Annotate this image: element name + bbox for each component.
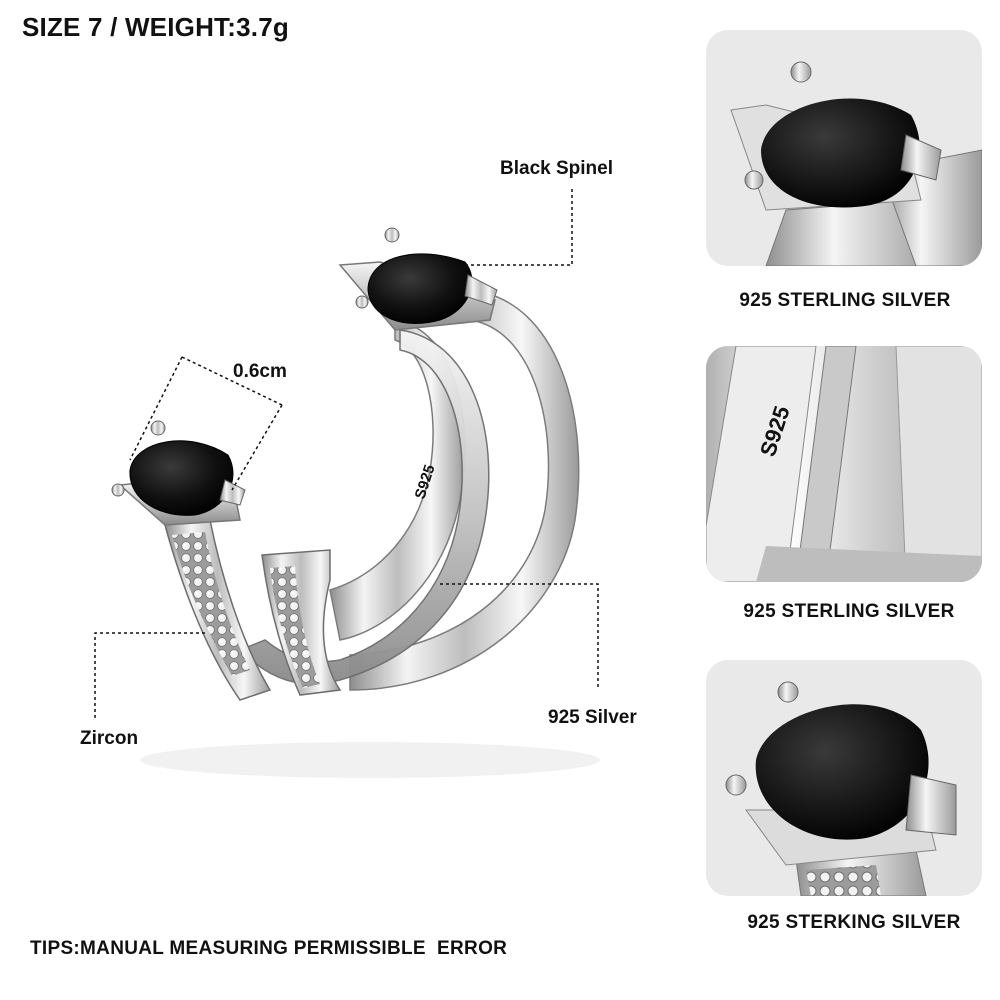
- top-prong-2: [355, 295, 369, 309]
- black-spinel-leader: [465, 188, 573, 266]
- width-label: 0.6cm: [233, 361, 287, 382]
- black-spinel-label: Black Spinel: [500, 158, 613, 179]
- zircon-label: Zircon: [80, 728, 139, 749]
- ring-shadow: [140, 742, 600, 778]
- measurement-tip: TIPS:MANUAL MEASURING PERMISSIBLE ERROR: [30, 938, 508, 959]
- detail-caption-3: 925 STERKING SILVER: [747, 912, 961, 933]
- left-prong-1: [150, 420, 166, 436]
- detail-caption-2: 925 STERLING SILVER: [743, 601, 955, 622]
- top-prong-1: [384, 227, 400, 243]
- silver-label: 925 Silver: [548, 707, 637, 728]
- left-prong-2: [111, 483, 125, 497]
- silver-leader: [440, 583, 599, 690]
- left-arm-pave: [172, 532, 250, 676]
- detail-panel-stone-side: [706, 660, 982, 896]
- product-title: SIZE 7 / WEIGHT:3.7g: [22, 12, 289, 42]
- width-bracket: [129, 356, 283, 491]
- detail-panel-stamp: S925: [706, 346, 982, 582]
- middle-arm-pave: [270, 566, 320, 688]
- left-prong-3: [219, 479, 246, 506]
- ring-back-band: [349, 289, 580, 691]
- detail-caption-1: 925 STERLING SILVER: [739, 290, 951, 311]
- zircon-leader: [94, 632, 205, 718]
- ring-illustration: S925: [94, 188, 600, 778]
- top-prong-3: [464, 274, 498, 306]
- detail-panel-stone-top: [706, 30, 982, 266]
